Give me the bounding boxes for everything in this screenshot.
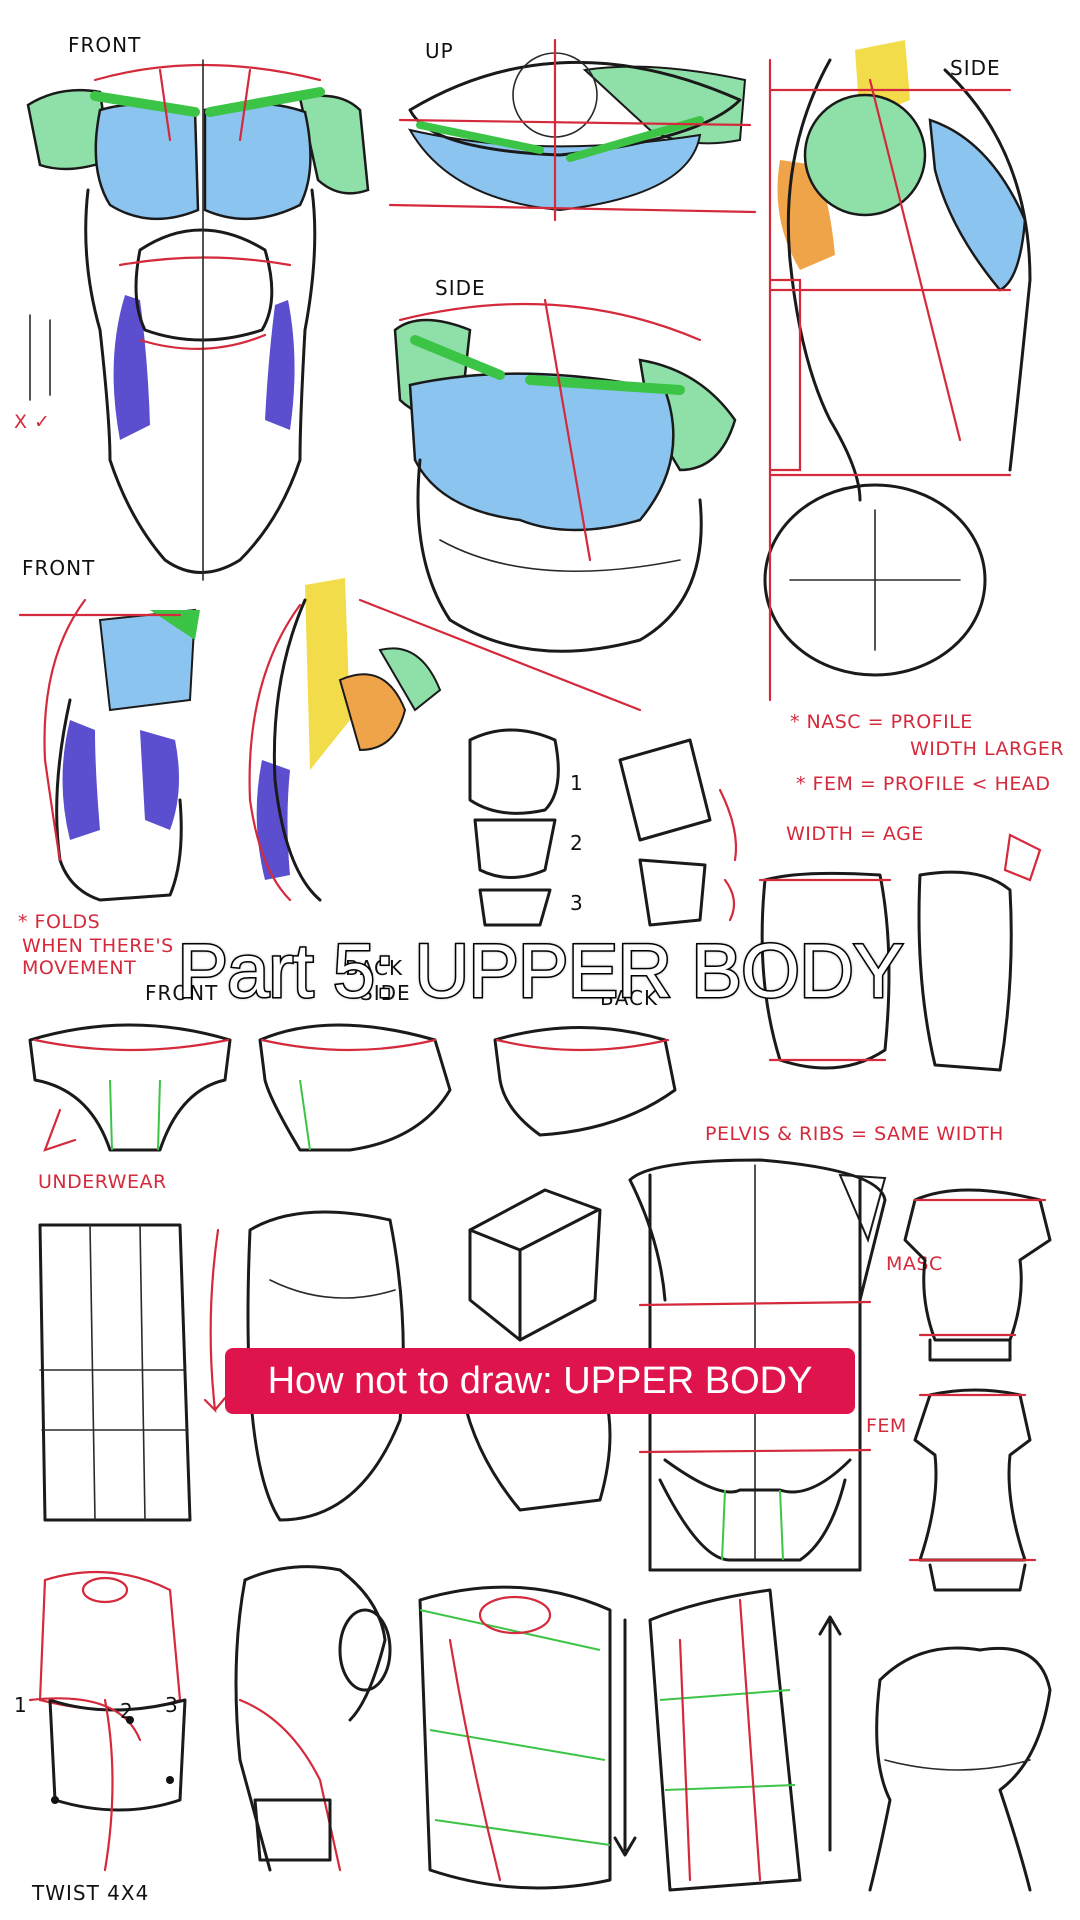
label-num-3: 3 xyxy=(570,891,584,915)
label-front-mid: FRONT xyxy=(22,556,95,580)
label-back-small-2: BACK xyxy=(600,986,658,1010)
label-num-1: 1 xyxy=(570,771,584,795)
underwear-sketches: BACK FRONT SIDE BACK UNDERWEAR xyxy=(28,956,677,1193)
note-nasc-1: * NASC = PROFILE xyxy=(790,711,973,733)
label-up: UP xyxy=(425,39,454,63)
side-profile-torso-sketch: SIDE xyxy=(763,40,1032,702)
label-side-top-right: SIDE xyxy=(950,56,1001,80)
label-twist-1: 1 xyxy=(14,1693,28,1717)
label-fem: FEM xyxy=(866,1415,907,1437)
up-view-sketch: UP xyxy=(388,38,757,222)
label-folds-3: MOVEMENT xyxy=(22,957,136,979)
masc-fem-torsos-sketch: MASC FEM xyxy=(866,1188,1052,1592)
note-fem: * FEM = PROFILE < HEAD xyxy=(796,773,1051,795)
note-width-age: WIDTH = AGE xyxy=(786,823,924,845)
label-front-small: FRONT xyxy=(145,981,218,1005)
label-twist-3: 3 xyxy=(165,1693,179,1717)
label-back-small: BACK xyxy=(345,956,403,980)
label-underwear: UNDERWEAR xyxy=(38,1171,167,1193)
twist-sketches: 3 2 1 TWIST 4X4 xyxy=(14,1565,1052,1905)
label-folds: * FOLDS xyxy=(18,911,100,933)
notes-right: * NASC = PROFILE WIDTH LARGER * FEM = PR… xyxy=(786,711,1064,882)
label-masc: MASC xyxy=(886,1253,943,1275)
side-chest-sketch: SIDE xyxy=(393,276,737,653)
title-overlay: Part 5: UPPER BODY xyxy=(176,928,905,1016)
label-x-check: X ✓ xyxy=(14,411,50,433)
label-num-2: 2 xyxy=(570,831,584,855)
box-forms-sketch xyxy=(38,1188,612,1522)
label-front-top: FRONT xyxy=(68,33,141,57)
label-folds-2: WHEN THERE'S xyxy=(22,935,174,957)
note-nasc-2: WIDTH LARGER xyxy=(910,738,1064,760)
label-side-small: SIDE xyxy=(360,981,411,1005)
front-torso-sketch: FRONT X ✓ xyxy=(14,33,370,581)
front-mid-torsos-sketch: FRONT * FOLDS WHEN THERE'S MOVEMENT xyxy=(18,556,642,979)
label-side-mid: SIDE xyxy=(435,276,486,300)
torsos-right-sketch: PELVIS & RIBS = SAME WIDTH xyxy=(705,870,1013,1145)
stacked-forms-sketch: 1 2 3 xyxy=(468,728,738,927)
caption-banner: How not to draw: UPPER BODY xyxy=(225,1348,855,1414)
label-twist-2: 2 xyxy=(120,1699,134,1723)
label-twist: TWIST 4X4 xyxy=(31,1881,149,1905)
note-pelvis-ribs: PELVIS & RIBS = SAME WIDTH xyxy=(705,1123,1004,1145)
